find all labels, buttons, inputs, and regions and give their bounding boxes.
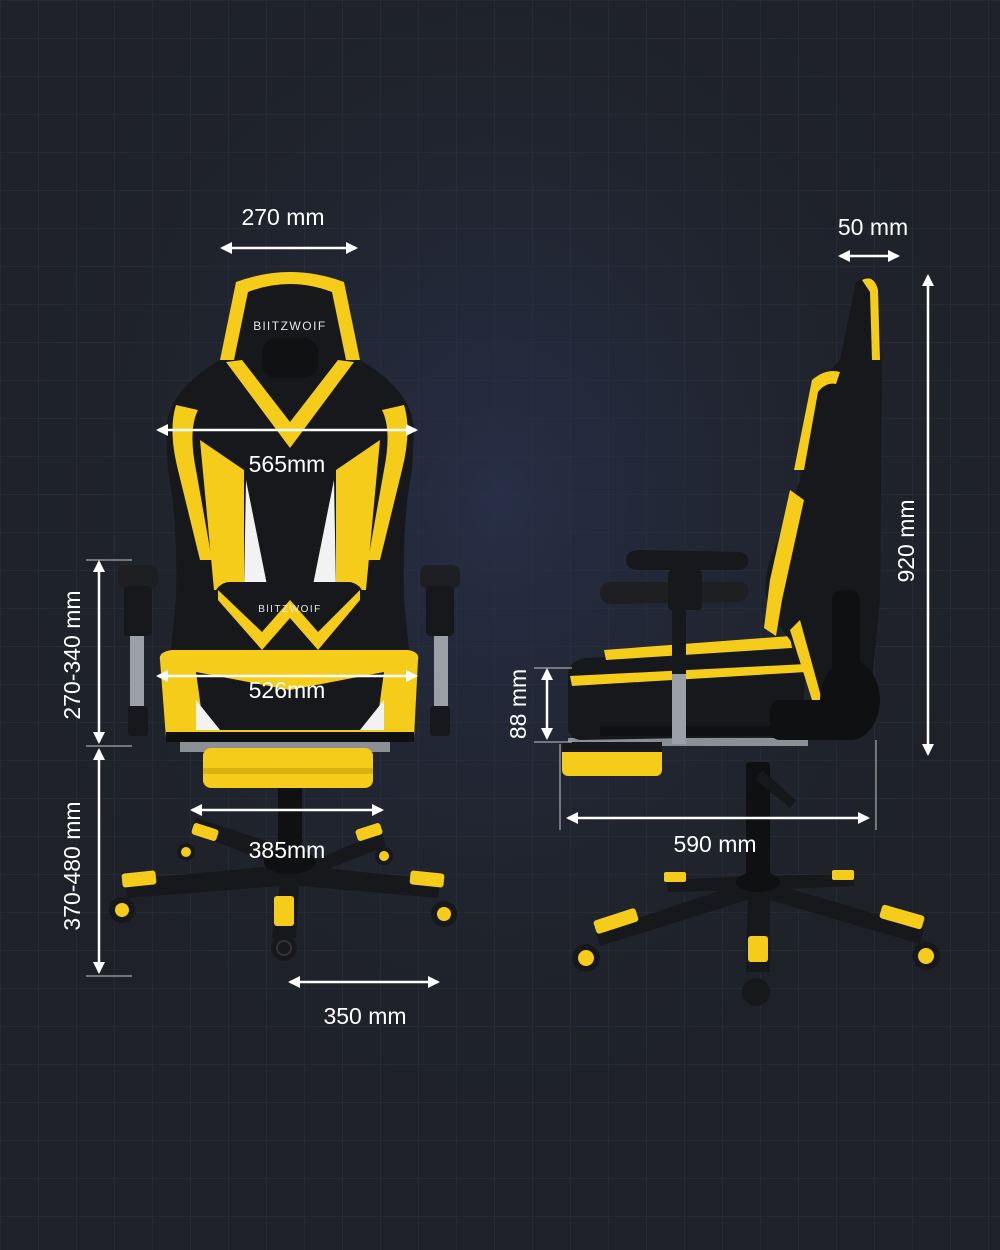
front-armrest-left — [118, 565, 158, 736]
label-seat-thickness: 88 mm — [505, 669, 531, 739]
side-base — [572, 870, 940, 1006]
label-seat-depth-side: 590 mm — [673, 831, 756, 857]
label-backrest-width: 565mm — [249, 451, 326, 477]
front-footrest — [180, 742, 390, 788]
front-lumbar-pillow — [214, 582, 364, 662]
extension-lines — [86, 559, 877, 977]
side-view-chair — [562, 277, 940, 1006]
side-backrest — [764, 277, 882, 740]
front-base — [109, 818, 457, 961]
side-seat — [567, 636, 807, 740]
front-gas-cylinder — [278, 770, 302, 866]
front-pillow-logo: BlITZWOIF — [258, 604, 322, 615]
front-view-chair: BlITZWOIF BlITZWOIF — [109, 272, 460, 961]
side-armrest — [600, 550, 749, 744]
label-backrest-thickness: 50 mm — [838, 214, 908, 240]
label-seat-height: 370-480 mm — [59, 801, 85, 930]
label-base-radius: 350 mm — [323, 1003, 406, 1029]
label-backrest-height: 920 mm — [893, 499, 919, 582]
side-tilt-lever — [756, 770, 796, 808]
label-seat-depth-front: 385mm — [249, 837, 326, 863]
label-armrest-height: 270-340 mm — [59, 590, 85, 719]
label-seat-width: 526mm — [249, 677, 326, 703]
dimension-arrows — [93, 242, 934, 988]
side-footrest — [562, 738, 808, 776]
side-casters — [572, 942, 940, 1006]
front-backrest — [166, 272, 414, 660]
front-casters — [109, 843, 457, 961]
front-armrest-right — [420, 565, 460, 736]
front-backrest-logo: BlITZWOIF — [253, 319, 327, 333]
label-headrest-width: 270 mm — [241, 204, 324, 230]
